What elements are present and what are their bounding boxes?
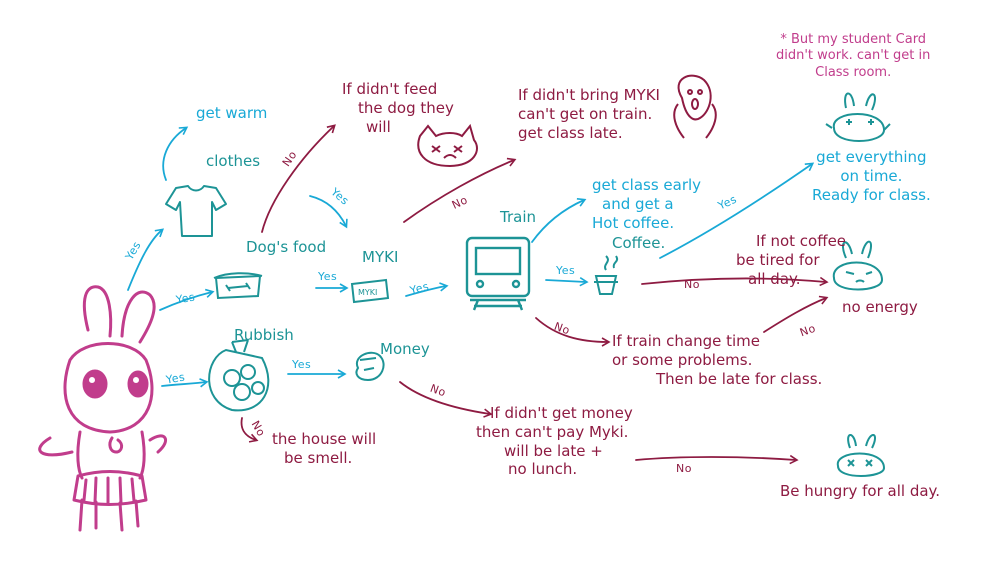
coffee-label: Coffee. bbox=[612, 234, 666, 252]
no-money-note: If didn't get money then can't pay Myki.… bbox=[476, 404, 633, 479]
no-coffee-note: If not coffee be tired for all day. bbox=[736, 232, 846, 288]
dog-outcome-line-1: If didn't feed bbox=[342, 80, 438, 98]
dog-outcome-line-3: will bbox=[366, 117, 391, 136]
no-money-line-4: no lunch. bbox=[508, 460, 578, 479]
no-money-line-1: If didn't get money bbox=[490, 404, 633, 422]
train-change-line-1: If train change time bbox=[612, 332, 761, 350]
no-coffee-line-3: all day. bbox=[748, 269, 801, 288]
student-card-note: * But my student Card didn't work. can't… bbox=[776, 32, 930, 81]
svg-text:MYKI: MYKI bbox=[358, 288, 377, 297]
on-time-note: get everything on time. Ready for class. bbox=[812, 148, 931, 204]
bunny-character bbox=[38, 285, 168, 532]
clothes-label: clothes bbox=[206, 152, 261, 170]
train-change-line-2: or some problems. bbox=[612, 350, 753, 369]
get-warm-label: get warm bbox=[196, 104, 268, 122]
myki-outcome-line-1: If didn't bring MYKI bbox=[518, 86, 660, 104]
coffee-cup-icon bbox=[594, 255, 619, 295]
dog-outcome-note: If didn't feed the dog they will bbox=[342, 80, 454, 136]
dog-outcome-line-2: the dog they bbox=[358, 98, 454, 117]
on-time-line-1: get everything bbox=[816, 148, 927, 166]
myki-outcome-note: If didn't bring MYKI can't get on train.… bbox=[518, 86, 660, 142]
money-label: Money bbox=[380, 340, 430, 358]
myki-outcome-line-2: can't get on train. bbox=[518, 104, 653, 123]
cat-face-icon bbox=[417, 123, 478, 168]
rubbish-label: Rubbish bbox=[234, 326, 294, 344]
dog-bowl-icon bbox=[213, 272, 263, 300]
class-early-note: get class early and get a Hot coffee. bbox=[592, 176, 701, 232]
yes-arrows bbox=[127, 126, 815, 388]
house-smell-note: the house will be smell. bbox=[272, 430, 376, 468]
train-label: Train bbox=[500, 208, 536, 226]
no-coffee-line-1: If not coffee bbox=[756, 232, 847, 250]
class-early-line-1: get class early bbox=[592, 176, 702, 194]
student-card-line-1: * But my student Card bbox=[780, 32, 927, 47]
no-money-line-3: will be late + bbox=[504, 441, 603, 460]
edge-yes-myki: Yes bbox=[318, 270, 338, 283]
house-smell-line-1: the house will bbox=[272, 430, 377, 448]
train-change-line-3: Then be late for class. bbox=[656, 369, 823, 388]
rubbish-bag-icon bbox=[208, 339, 270, 412]
edge-no-hungry: No bbox=[676, 462, 692, 475]
student-card-line-2: didn't work. can't get in bbox=[776, 48, 931, 64]
bunny-face-happy-icon bbox=[825, 92, 891, 142]
shirt-icon bbox=[165, 185, 227, 237]
no-coffee-line-2: be tired for bbox=[736, 250, 820, 269]
myki-outcome-line-3: get class late. bbox=[518, 123, 623, 142]
bunny-face-dizzy-icon bbox=[836, 434, 886, 477]
class-early-line-3: Hot coffee. bbox=[592, 213, 675, 232]
screaming-face-icon bbox=[673, 74, 717, 139]
coin-purse-icon bbox=[355, 351, 385, 382]
no-arrows bbox=[240, 124, 829, 465]
hungry-note: Be hungry for all day. bbox=[780, 482, 941, 500]
bunny-face-tired-icon bbox=[832, 240, 884, 291]
student-card-line-3: Class room. bbox=[815, 64, 892, 80]
dogs-food-label: Dog's food bbox=[246, 238, 327, 256]
edge-no-coffee: No bbox=[684, 278, 700, 291]
edge-yes-money: Yes bbox=[292, 358, 312, 371]
no-money-line-2: then can't pay Myki. bbox=[476, 422, 629, 441]
train-change-note: If train change time or some problems. T… bbox=[612, 332, 822, 388]
on-time-line-3: Ready for class. bbox=[812, 185, 931, 204]
house-smell-line-2: be smell. bbox=[284, 448, 353, 467]
myki-card-icon: MYKI bbox=[350, 278, 390, 304]
on-time-line-2: on time. bbox=[840, 166, 903, 185]
myki-label: MYKI bbox=[362, 248, 399, 266]
no-energy-note: no energy bbox=[842, 298, 918, 316]
edge-yes-coffee: Yes bbox=[556, 264, 576, 277]
train-icon bbox=[465, 236, 531, 311]
class-early-line-2: and get a bbox=[602, 194, 674, 213]
